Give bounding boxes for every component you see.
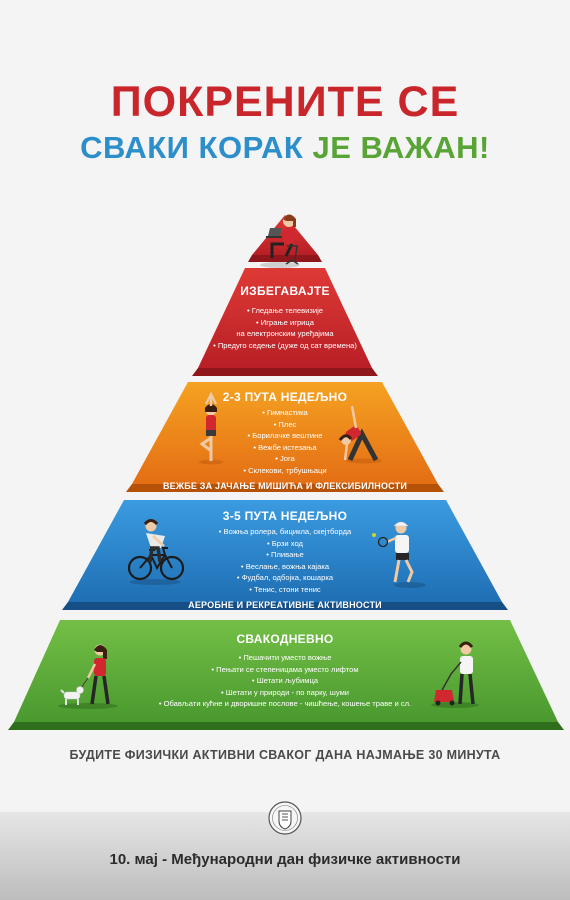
institute-seal-icon — [268, 801, 302, 835]
list-item: • Плес — [273, 419, 297, 429]
list-item: • Шетати у природи - по парку, шуми — [220, 687, 350, 697]
list-item: • Тенис, стони тенис — [249, 584, 321, 594]
list-item: • Шетати љубимца — [251, 676, 319, 686]
title-line2-part1: СВАКИ КОРАК — [80, 130, 304, 165]
tennis-player-icon — [372, 521, 426, 588]
tier-heading: 3-5 ПУТА НЕДЕЉНО — [222, 509, 348, 523]
title-line2: СВАКИ КОРАК ЈЕ ВАЖАН! — [0, 130, 570, 166]
laptop-sitting-person-icon — [260, 214, 300, 268]
tier-3-5-weekly-text: 3-5 ПУТА НЕДЕЉНО • Вожња ролера, бицикла… — [135, 509, 435, 610]
pyramid-tier-daily — [8, 620, 564, 730]
list-item: • Склекови, трбушњаци — [243, 465, 327, 475]
list-item: • Играње игрица — [256, 317, 314, 327]
list-item: • Фудбал, одбојка, кошарка — [236, 573, 334, 583]
title-line2-part2: ЈЕ ВАЖАН! — [312, 130, 490, 165]
title-line1: ПОКРЕНИТЕ СЕ — [110, 78, 460, 126]
tier-avoid-text: ИЗБЕГАВАЈТЕ • Гледање телевизије • Играњ… — [190, 284, 380, 351]
pyramid-tier-avoid — [192, 268, 378, 376]
tier-daily-text: СВАКОДНЕВНО • Пешачити уместо вожње • Пе… — [115, 632, 455, 710]
pyramid-tier-3-5-weekly — [62, 500, 508, 610]
tier-subheading: АЕРОБНЕ И РЕКРЕАТИВНЕ АКТИВНОСТИ — [188, 599, 382, 610]
stretching-person-icon — [338, 405, 382, 464]
activity-pyramid — [8, 214, 564, 730]
list-item: • Пливање — [266, 550, 304, 560]
tier-subheading: ВЕЖБЕ ЗА ЈАЧАЊЕ МИШИЋА И ФЛЕКСИБИЛНОСТИ — [162, 480, 408, 491]
list-item: • Вежбе истезања — [253, 442, 317, 452]
list-item: • Вожња ролера, бицикла, скејтборда — [218, 527, 352, 536]
list-item: • Гимнастика — [262, 408, 308, 417]
daily-activity-message: БУДИТЕ ФИЗИЧКИ АКТИВНИ СВАКОГ ДАНА НАЈМА… — [69, 748, 501, 762]
tier-heading: ИЗБЕГАВАЈТЕ — [240, 284, 330, 298]
list-item: • Веслање, вожња кајака — [240, 561, 330, 571]
list-item: • Борилачке вештине — [247, 431, 323, 441]
list-item: • Јога — [275, 454, 295, 464]
list-item: • Предуго седење (дуже од сат времена) — [213, 340, 357, 350]
list-item: • Брзи ход — [267, 538, 303, 548]
list-item: на електронским уређајима — [236, 329, 334, 339]
tier-heading: СВАКОДНЕВНО — [236, 632, 334, 646]
list-item: • Пешачити уместо вожње — [238, 653, 332, 662]
yoga-pose-icon — [199, 391, 223, 465]
dog-walker-icon — [58, 644, 118, 709]
list-item: • Пењати се степеницама уместо лифтом — [211, 664, 359, 674]
list-item: • Гледање телевизије — [246, 306, 324, 315]
tier-2-3-weekly-text: 2-3 ПУТА НЕДЕЉНО • Гимнастика • Плес • Б… — [150, 390, 420, 491]
tier-heading: 2-3 ПУТА НЕДЕЉНО — [222, 390, 348, 404]
activity-day-caption: 10. мај - Међународни дан физичке активн… — [109, 851, 461, 868]
list-item: • Обављати кућне и дворишне послове - чи… — [158, 699, 412, 709]
lawn-mower-person-icon — [431, 641, 479, 708]
cyclist-icon — [127, 519, 185, 585]
